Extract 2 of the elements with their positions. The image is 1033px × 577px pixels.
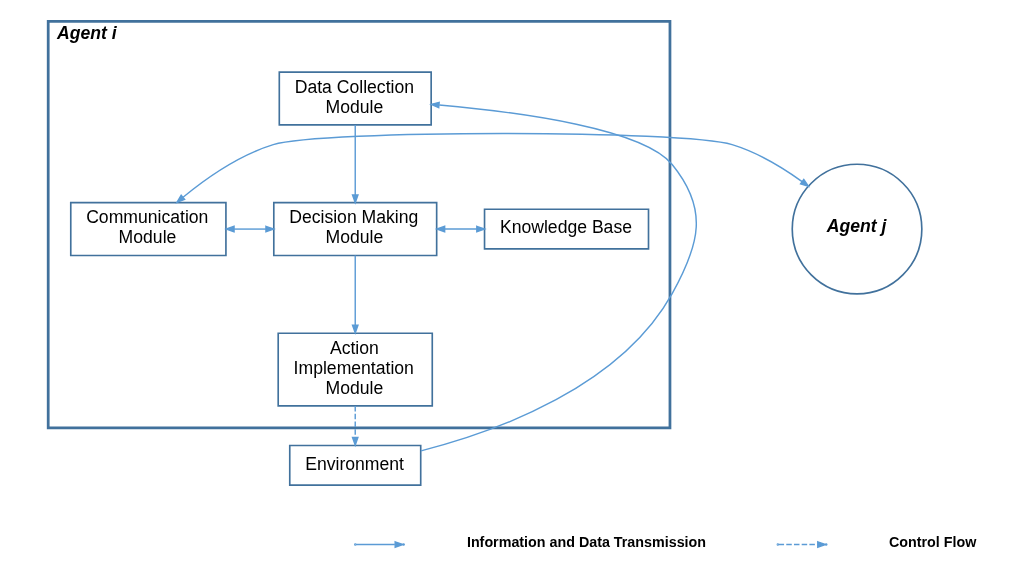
legend-label: Information and Data Transmission: [466, 534, 706, 551]
legend-label: Control Flow: [888, 534, 976, 551]
